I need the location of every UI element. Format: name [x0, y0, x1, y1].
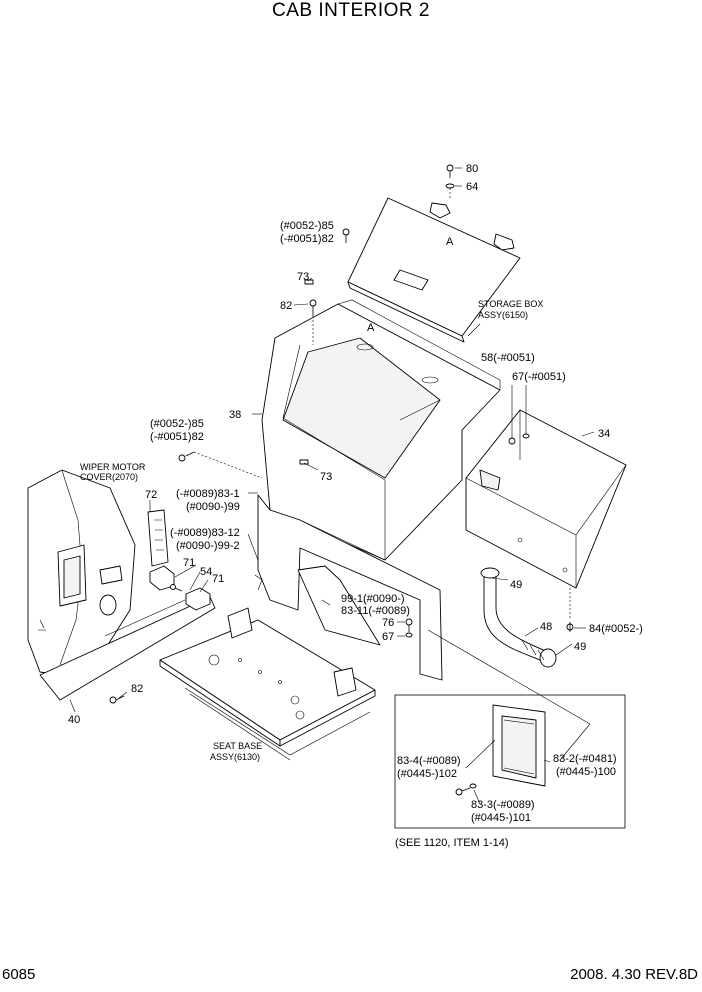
callout-40: 40 — [68, 714, 80, 726]
callout-82-left: (-#0051)82 — [150, 431, 204, 443]
washer-64 — [445, 183, 462, 200]
storage-box-label: STORAGE BOX — [478, 299, 543, 309]
seat-base-ref: ASSY(6130) — [210, 752, 260, 762]
callout-67-top: 67(-#0051) — [512, 371, 566, 383]
bolt-84 — [566, 588, 574, 632]
callout-85-top: (#0052-)85 — [280, 220, 334, 232]
page-title: CAB INTERIOR 2 — [272, 0, 430, 21]
callout-71-b: 71 — [212, 573, 224, 585]
revision-stamp: 2008. 4.30 REV.8D — [570, 966, 698, 983]
seat-base — [159, 607, 376, 761]
duct-hose — [480, 567, 557, 668]
grip-72 — [147, 509, 169, 567]
storage-box — [465, 409, 627, 589]
callout-99-1: 99-1(#0090-) — [341, 593, 405, 605]
callout-83-1: (-#0089)83-1 — [176, 488, 240, 500]
callout-102: (#0445-)102 — [397, 768, 457, 780]
callout-99: (#0090-)99 — [186, 501, 240, 513]
callout-101: (#0445-)101 — [471, 812, 531, 824]
callout-100: (#0445-)100 — [556, 766, 616, 778]
lower-rear-panel — [254, 494, 443, 681]
callout-76: 76 — [382, 617, 394, 629]
bolt-76 — [405, 618, 413, 632]
callout-82-mid: 82 — [280, 300, 292, 312]
washer-67-top — [522, 385, 530, 439]
callout-54: 54 — [200, 566, 212, 578]
callout-58: 58(-#0051) — [481, 352, 535, 364]
callout-85-left: (#0052-)85 — [150, 418, 204, 430]
callout-64: 64 — [466, 181, 478, 193]
callout-a-lid: A — [446, 236, 454, 248]
callout-82-bottom: 82 — [131, 683, 143, 695]
detail-box — [394, 629, 626, 829]
screw-80 — [446, 164, 462, 178]
wiper-cover-ref: COVER(2070) — [80, 472, 138, 482]
screw-58 — [508, 385, 516, 445]
rear-cover-panel — [261, 299, 501, 561]
callout-82-top: (-#0051)82 — [280, 233, 334, 245]
callout-73-panel: 73 — [320, 471, 332, 483]
callout-38: 38 — [229, 409, 241, 421]
storage-box-lid — [347, 197, 521, 343]
callout-83-2: 83-2(-#0481) — [553, 753, 617, 765]
callout-83-12: (-#0089)83-12 — [170, 527, 240, 539]
callout-83-11: 83-11(-#0089) — [341, 605, 410, 617]
screw-82-top — [309, 299, 317, 345]
see-reference-note: (SEE 1120, ITEM 1-14) — [395, 837, 509, 849]
page-number: 6085 — [2, 966, 36, 983]
bolt-85-left — [178, 451, 263, 479]
callout-34: 34 — [598, 428, 610, 440]
callout-83-3: 83-3(-#0089) — [471, 799, 535, 811]
screw-82-bottom — [109, 695, 125, 704]
callout-73-top: 73 — [297, 271, 309, 283]
callout-49-b: 49 — [574, 641, 586, 653]
callout-80: 80 — [466, 163, 478, 175]
wiper-motor-cover — [27, 469, 216, 701]
callout-72: 72 — [145, 489, 157, 501]
callout-a-panel: A — [367, 322, 375, 334]
callout-71-a: 71 — [183, 557, 195, 569]
callout-49-a: 49 — [510, 579, 522, 591]
callout-83-4: 83-4(-#0089) — [397, 755, 461, 767]
wiper-cover-label: WIPER MOTOR — [80, 462, 146, 472]
bolt-85-top — [342, 228, 350, 243]
storage-box-ref: ASSY(6150) — [478, 310, 528, 320]
callout-48: 48 — [540, 621, 552, 633]
callout-99-2: (#0090-)99-2 — [176, 540, 240, 552]
seat-base-label: SEAT BASE — [213, 741, 262, 751]
rubber-71-54 — [149, 565, 211, 611]
leader-lines — [69, 277, 595, 805]
nut-67 — [405, 632, 413, 638]
callout-84: 84(#0052-) — [589, 623, 643, 635]
callout-67-bottom: 67 — [382, 631, 394, 643]
